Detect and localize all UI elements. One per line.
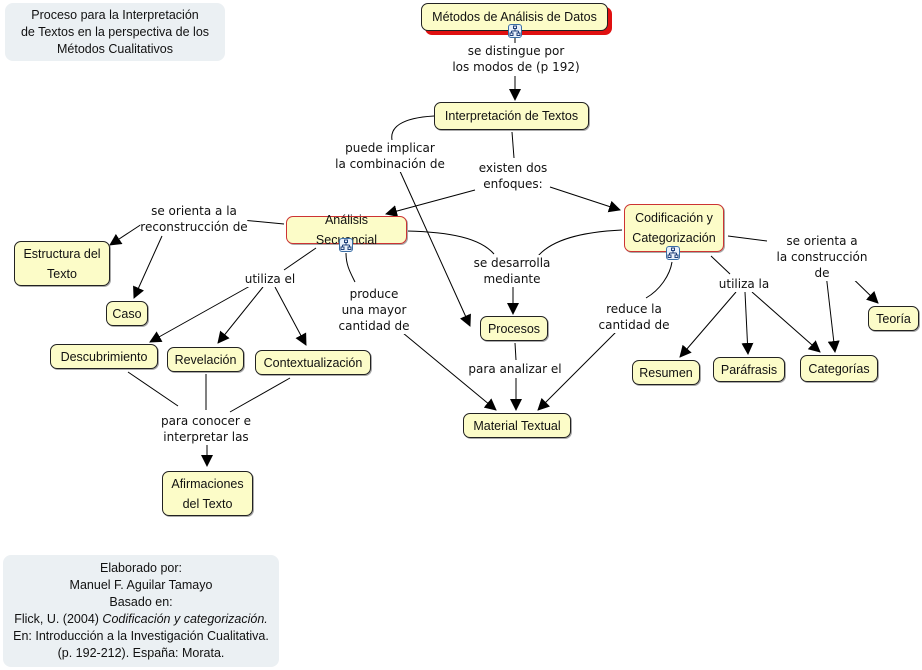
citation-prefix: Flick, U. (2004) — [14, 612, 103, 626]
concept-codificacion-categorizacion[interactable]: Codificación y Categorización — [624, 204, 724, 252]
connector-line — [283, 247, 317, 271]
concept-contextualizacion[interactable]: Contextualización — [255, 350, 371, 375]
connector-line — [549, 186, 621, 213]
concept-procesos[interactable]: Procesos — [480, 316, 548, 341]
connector-line — [741, 291, 754, 355]
title-note-line: Proceso para la Interpretación — [31, 8, 199, 22]
connector-line — [274, 286, 307, 346]
connector-line — [710, 255, 731, 275]
link-phrase-puede-implicar: puede implicar la combinación de — [335, 140, 445, 172]
credits-author: Manuel F. Aguilar Tamayo — [69, 578, 213, 592]
link-phrase-orienta-reconstruccion: se orienta a la reconstrucción de — [140, 203, 248, 235]
concept-revelacion[interactable]: Revelación — [167, 347, 244, 372]
submap-link-icon[interactable] — [339, 238, 353, 252]
connector-line — [751, 291, 821, 353]
connector-line — [241, 219, 285, 225]
concept-descubrimiento[interactable]: Descubrimiento — [50, 344, 158, 369]
connector-line — [402, 332, 497, 411]
concept-afirmaciones-texto[interactable]: Afirmaciones del Texto — [162, 471, 253, 516]
submap-link-icon[interactable] — [666, 246, 680, 260]
connector-line — [679, 291, 737, 358]
link-phrase-reduce: reduce la cantidad de — [598, 301, 670, 333]
concept-categorias[interactable]: Categorías — [800, 355, 878, 382]
title-note: Proceso para la Interpretación de Textos… — [5, 3, 225, 61]
connector-line — [537, 229, 623, 257]
connector-line — [149, 285, 251, 343]
credits-line: Elaborado por: — [99, 561, 182, 575]
credits-citation: Flick, U. (2004) Codificación y categori… — [3, 611, 279, 628]
credits-line: En: Introducción a la Investigación Cual… — [13, 629, 269, 643]
connector-line — [645, 261, 673, 299]
connector-line — [229, 377, 291, 413]
connector-line — [406, 230, 495, 255]
link-phrase-utiliza-la: utiliza la — [718, 276, 770, 292]
title-note-line: Métodos Cualitativos — [56, 42, 174, 56]
credits-line: Basado en: — [109, 595, 173, 609]
concept-resumen[interactable]: Resumen — [632, 360, 700, 385]
link-phrase-orienta-construccion: se orienta a la construcción de — [772, 233, 872, 281]
credits-note: Elaborado por: Manuel F. Aguilar Tamayo … — [3, 555, 279, 667]
connector-line — [511, 131, 515, 159]
concept-caso[interactable]: Caso — [106, 301, 148, 326]
link-phrase-utiliza-el: utiliza el — [244, 271, 296, 287]
submap-link-icon[interactable] — [508, 24, 522, 38]
connector-line — [391, 115, 435, 141]
connector-line — [217, 286, 264, 344]
link-phrase-para-analizar: para analizar el — [468, 361, 562, 377]
title-note-line: de Textos en la perspectiva de los — [20, 25, 210, 39]
credits-line: (p. 192-212). España: Morata. — [57, 646, 225, 660]
link-phrase-distingue: se distingue por los modos de (p 192) — [452, 43, 580, 75]
concept-parafrasis[interactable]: Paráfrasis — [713, 357, 785, 382]
link-phrase-desarrolla: se desarrolla mediante — [473, 255, 551, 287]
concept-estructura-texto[interactable]: Estructura del Texto — [14, 241, 110, 286]
citation-title: Codificación y categorización. — [102, 612, 268, 626]
connector-line — [133, 235, 163, 299]
concept-material-textual[interactable]: Material Textual — [463, 413, 571, 438]
connector-line — [345, 252, 356, 283]
connector-line — [727, 235, 768, 242]
link-phrase-existen: existen dos enfoques: — [478, 160, 548, 192]
connector-line — [514, 342, 517, 361]
connector-line — [398, 168, 471, 327]
concept-interpretacion-textos[interactable]: Interpretación de Textos — [434, 102, 589, 130]
connector-line — [127, 371, 179, 407]
connector-line — [385, 189, 476, 217]
link-phrase-produce: produce una mayor cantidad de — [338, 286, 410, 334]
concept-teoria[interactable]: Teoría — [868, 306, 919, 331]
connector-line — [537, 331, 617, 411]
link-phrase-para-conocer: para conocer e interpretar las — [160, 413, 252, 445]
